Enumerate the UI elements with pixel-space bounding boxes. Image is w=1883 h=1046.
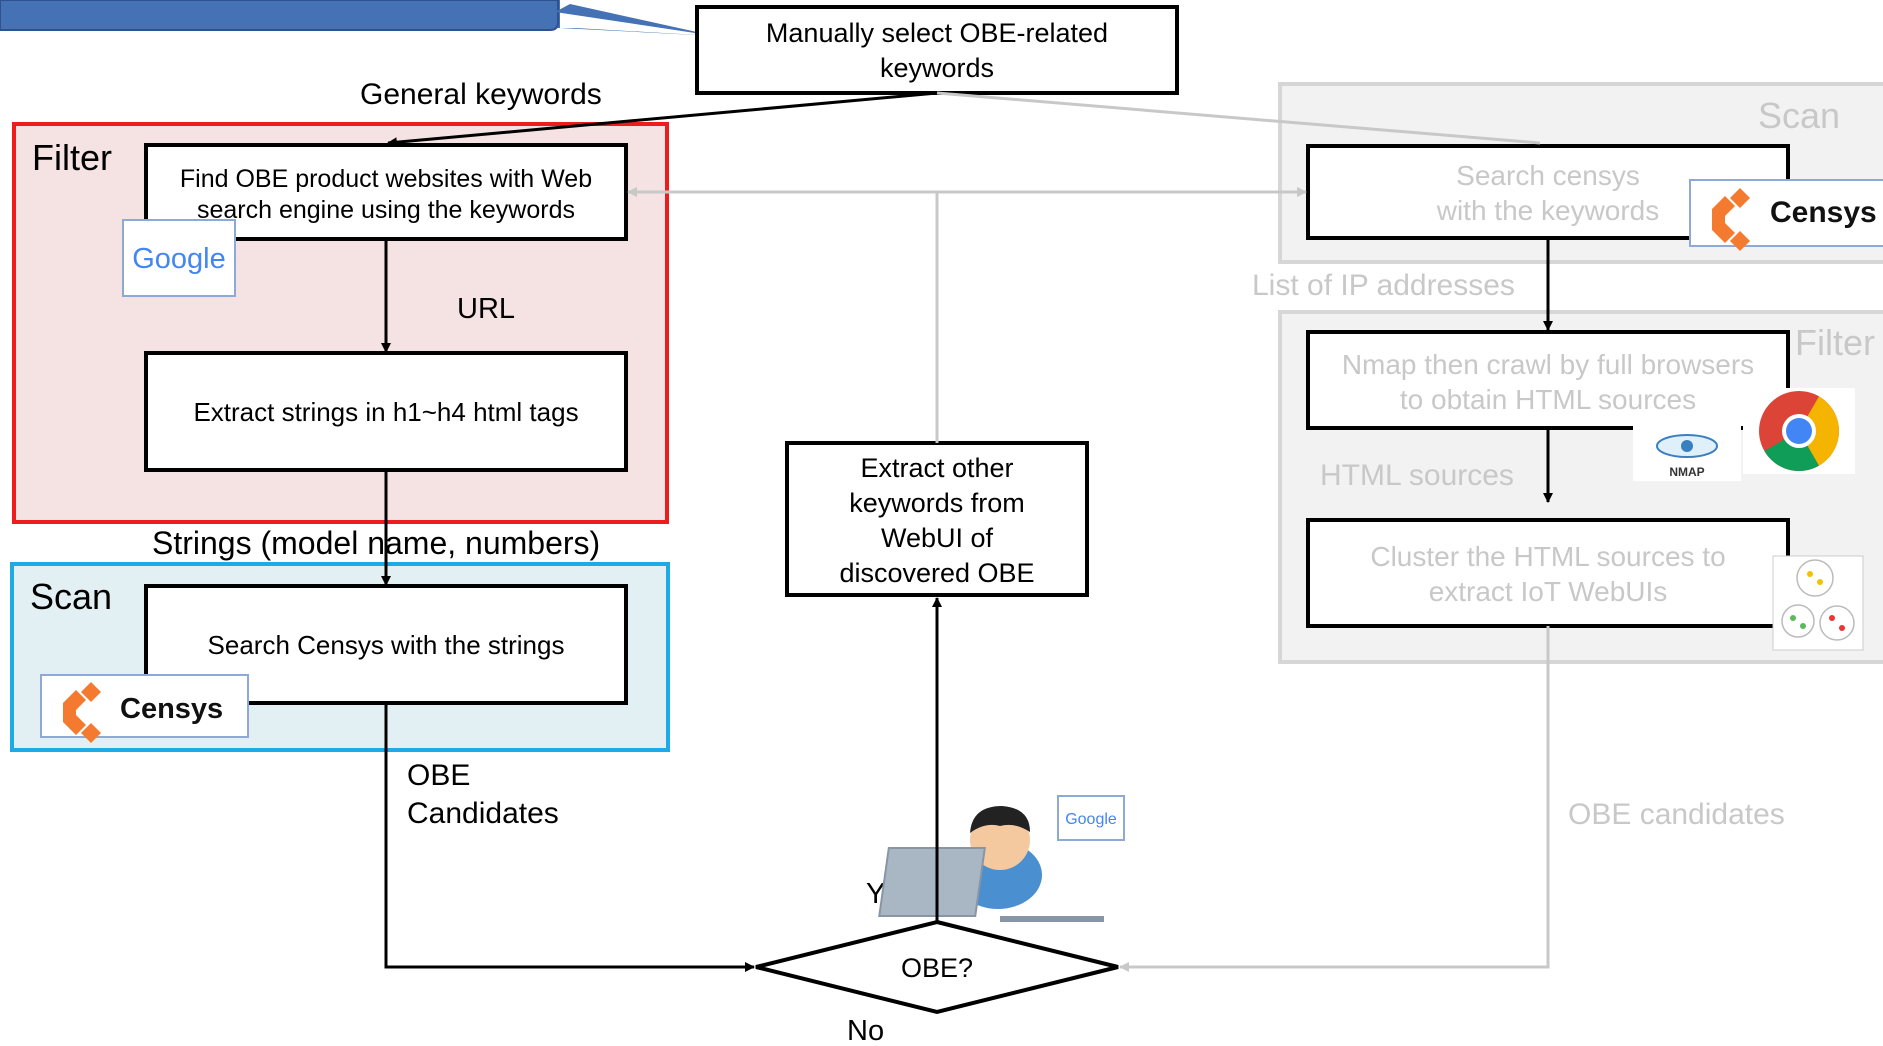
right-cluster-line2: extract IoT WebUIs	[1429, 576, 1668, 607]
general-keywords-label: General keywords	[360, 78, 602, 111]
right-cluster-box	[1306, 518, 1790, 628]
google-logo: Google	[122, 219, 236, 297]
extract-keywords-line1: Extract other	[860, 453, 1013, 483]
manual-keywords-line1: Manually select OBE-related	[766, 18, 1108, 48]
right-ip-label: List of IP addresses	[1252, 269, 1515, 302]
right-censys-text: Censys	[1770, 196, 1877, 229]
right-search-line2: with the keywords	[1436, 195, 1660, 226]
arrow-right-to-decision-gray	[1119, 626, 1550, 972]
extract-keywords-line3: WebUI of	[881, 523, 994, 553]
extract-keywords-box	[785, 441, 1089, 597]
right-panel: Scan Search censys with the keywords Lis…	[1252, 82, 1883, 831]
censys-logo: Censys	[40, 674, 249, 743]
find-websites-line1: Find OBE product websites with Web	[180, 165, 592, 193]
arrow-top-to-right-gray	[936, 91, 1541, 145]
right-nmap-line2: to obtain HTML sources	[1400, 384, 1696, 415]
url-label: URL	[457, 293, 515, 325]
scan-title: Scan	[30, 576, 112, 617]
cluster-icon	[1772, 555, 1864, 651]
callout-shape	[0, 0, 715, 36]
no-label: No	[847, 1015, 884, 1046]
arrow-extract-to-find-gray	[627, 187, 939, 443]
nmap-text: NMAP	[1669, 465, 1704, 479]
chrome-icon	[1743, 388, 1855, 474]
search-censys-text: Search Censys with the strings	[208, 630, 565, 660]
google-logo-text: Google	[132, 243, 226, 275]
filter-title: Filter	[32, 137, 112, 178]
extract-keywords-line2: keywords from	[849, 488, 1025, 518]
right-censys-logo: Censys	[1689, 179, 1883, 251]
manual-keywords-box	[695, 5, 1179, 95]
find-websites-line2: search engine using the keywords	[197, 196, 575, 224]
extract-keywords-line4: discovered OBE	[839, 558, 1034, 588]
obe-decision-diamond	[755, 919, 1119, 1015]
google-small-logo: Google	[1057, 795, 1125, 841]
google-small-text: Google	[1065, 811, 1117, 828]
find-websites-box	[144, 143, 628, 241]
right-cluster-line1: Cluster the HTML sources to	[1370, 541, 1725, 572]
right-nmap-line1: Nmap then crawl by full browsers	[1342, 349, 1754, 380]
right-html-label: HTML sources	[1320, 459, 1514, 492]
right-search-line1: Search censys	[1456, 160, 1640, 191]
obe-decision-text: OBE?	[901, 953, 973, 983]
nmap-icon: NMAP	[1633, 425, 1741, 481]
right-obe-label: OBE candidates	[1568, 798, 1785, 831]
person-at-laptop-icon	[878, 806, 1104, 922]
arrow-scan-to-decision	[384, 703, 755, 972]
obe-candidates-line1: OBE	[407, 759, 470, 792]
right-scan-title: Scan	[1758, 95, 1840, 136]
manual-keywords-line2: keywords	[880, 53, 994, 83]
strings-label: Strings (model name, numbers)	[152, 525, 600, 561]
obe-candidates-line2: Candidates	[407, 797, 559, 830]
right-filter-title: Filter	[1795, 322, 1875, 363]
extract-strings-text: Extract strings in h1~h4 html tags	[193, 397, 578, 427]
arrow-top-to-find	[387, 91, 938, 148]
censys-logo-text: Censys	[120, 693, 223, 725]
